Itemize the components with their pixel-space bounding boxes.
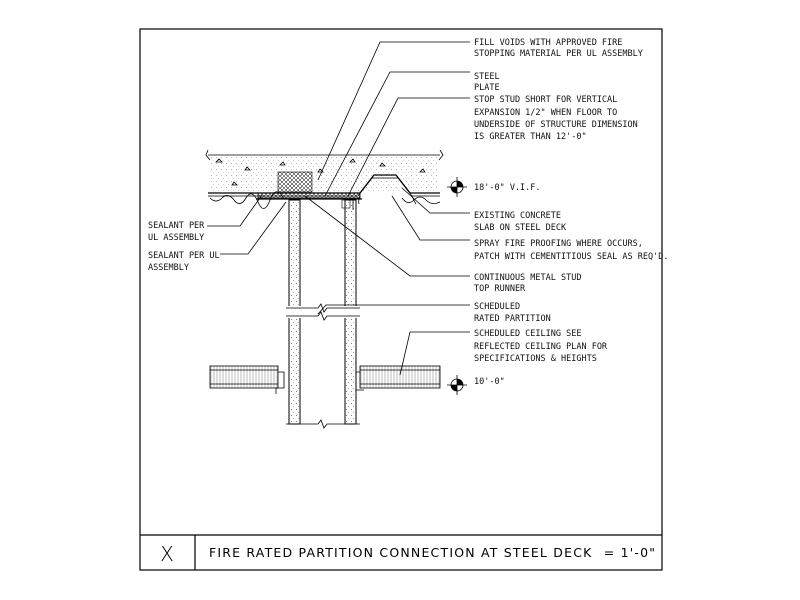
svg-text:SCHEDULED CEILING SEE: SCHEDULED CEILING SEE	[474, 329, 581, 339]
callout-spray-fire: SPRAY FIRE PROOFING WHERE OCCURS, PATCH …	[474, 239, 668, 262]
svg-text:STOP STUD SHORT FOR VERTICAL: STOP STUD SHORT FOR VERTICAL	[474, 95, 617, 105]
callout-steel-plate: STEEL PLATE	[474, 72, 500, 93]
callout-scheduled-ceiling: SCHEDULED CEILING SEE REFLECTED CEILING …	[474, 329, 608, 364]
svg-text:SEALANT PER: SEALANT PER	[148, 221, 205, 231]
callout-stop-stud: STOP STUD SHORT FOR VERTICAL EXPANSION 1…	[474, 95, 638, 142]
svg-text:REFLECTED CEILING PLAN FOR: REFLECTED CEILING PLAN FOR	[474, 342, 608, 352]
concrete-slab	[205, 149, 444, 209]
svg-text:PLATE: PLATE	[474, 83, 500, 93]
callout-sealant-2: SEALANT PER UL ASSEMBLY	[148, 251, 220, 273]
callout-sealant-1: SEALANT PER UL ASSEMBLY	[148, 221, 205, 243]
elevation-marker-lower: 10'-0"	[447, 375, 505, 395]
svg-text:SCHEDULED: SCHEDULED	[474, 302, 520, 312]
svg-text:ASSEMBLY: ASSEMBLY	[148, 263, 189, 273]
svg-text:UL ASSEMBLY: UL ASSEMBLY	[148, 233, 204, 243]
svg-text:PATCH WITH CEMENTITIOUS SEAL A: PATCH WITH CEMENTITIOUS SEAL AS REQ'D.	[474, 252, 668, 262]
ceiling-right	[355, 365, 441, 391]
svg-text:STOPPING MATERIAL PER UL ASSEM: STOPPING MATERIAL PER UL ASSEMBLY	[474, 49, 643, 59]
title-symbol: X	[160, 542, 174, 566]
svg-text:TOP RUNNER: TOP RUNNER	[474, 284, 526, 294]
elevation-marker-upper: 18'-0" V.I.F.	[447, 177, 541, 197]
elevation-label-upper: 18'-0" V.I.F.	[474, 183, 541, 193]
svg-text:SPRAY FIRE PROOFING WHERE OCCU: SPRAY FIRE PROOFING WHERE OCCURS,	[474, 239, 643, 249]
callout-existing-concrete: EXISTING CONCRETE SLAB ON STEEL DECK	[474, 211, 567, 233]
svg-text:EXISTING CONCRETE: EXISTING CONCRETE	[474, 211, 561, 221]
fire-stopping-material	[277, 171, 313, 193]
svg-text:RATED PARTITION: RATED PARTITION	[474, 314, 551, 324]
sheet-border	[139, 28, 663, 571]
detail-title-text: FIRE RATED PARTITION CONNECTION AT STEEL…	[209, 545, 593, 560]
svg-text:STEEL: STEEL	[474, 72, 500, 82]
ceiling-left	[209, 365, 285, 394]
callout-scheduled-partition: SCHEDULED RATED PARTITION	[474, 302, 551, 324]
detail-scale: = 1'-0"	[604, 545, 656, 560]
svg-text:SLAB ON STEEL DECK: SLAB ON STEEL DECK	[474, 223, 567, 233]
svg-text:SEALANT PER UL: SEALANT PER UL	[148, 251, 220, 261]
leader-lines	[207, 41, 470, 376]
svg-text:EXPANSION 1/2" WHEN FLOOR TO: EXPANSION 1/2" WHEN FLOOR TO	[474, 108, 617, 118]
svg-text:UNDERSIDE OF STRUCTURE DIMENSI: UNDERSIDE OF STRUCTURE DIMENSION	[474, 120, 638, 130]
svg-text:SPECIFICATIONS & HEIGHTS: SPECIFICATIONS & HEIGHTS	[474, 354, 597, 364]
svg-text:IS GREATER THAN 12'-0": IS GREATER THAN 12'-0"	[474, 132, 587, 142]
callout-top-runner: CONTINUOUS METAL STUD TOP RUNNER	[474, 273, 581, 294]
svg-text:CONTINUOUS METAL STUD: CONTINUOUS METAL STUD	[474, 273, 581, 283]
rated-partition	[286, 199, 360, 429]
callout-fill-voids: FILL VOIDS WITH APPROVED FIRE STOPPING M…	[474, 38, 643, 59]
detail-title: FIRE RATED PARTITION CONNECTION AT STEEL…	[209, 545, 656, 560]
svg-text:FILL VOIDS WITH APPROVED FIRE: FILL VOIDS WITH APPROVED FIRE	[474, 38, 622, 48]
elevation-label-lower: 10'-0"	[474, 377, 505, 387]
